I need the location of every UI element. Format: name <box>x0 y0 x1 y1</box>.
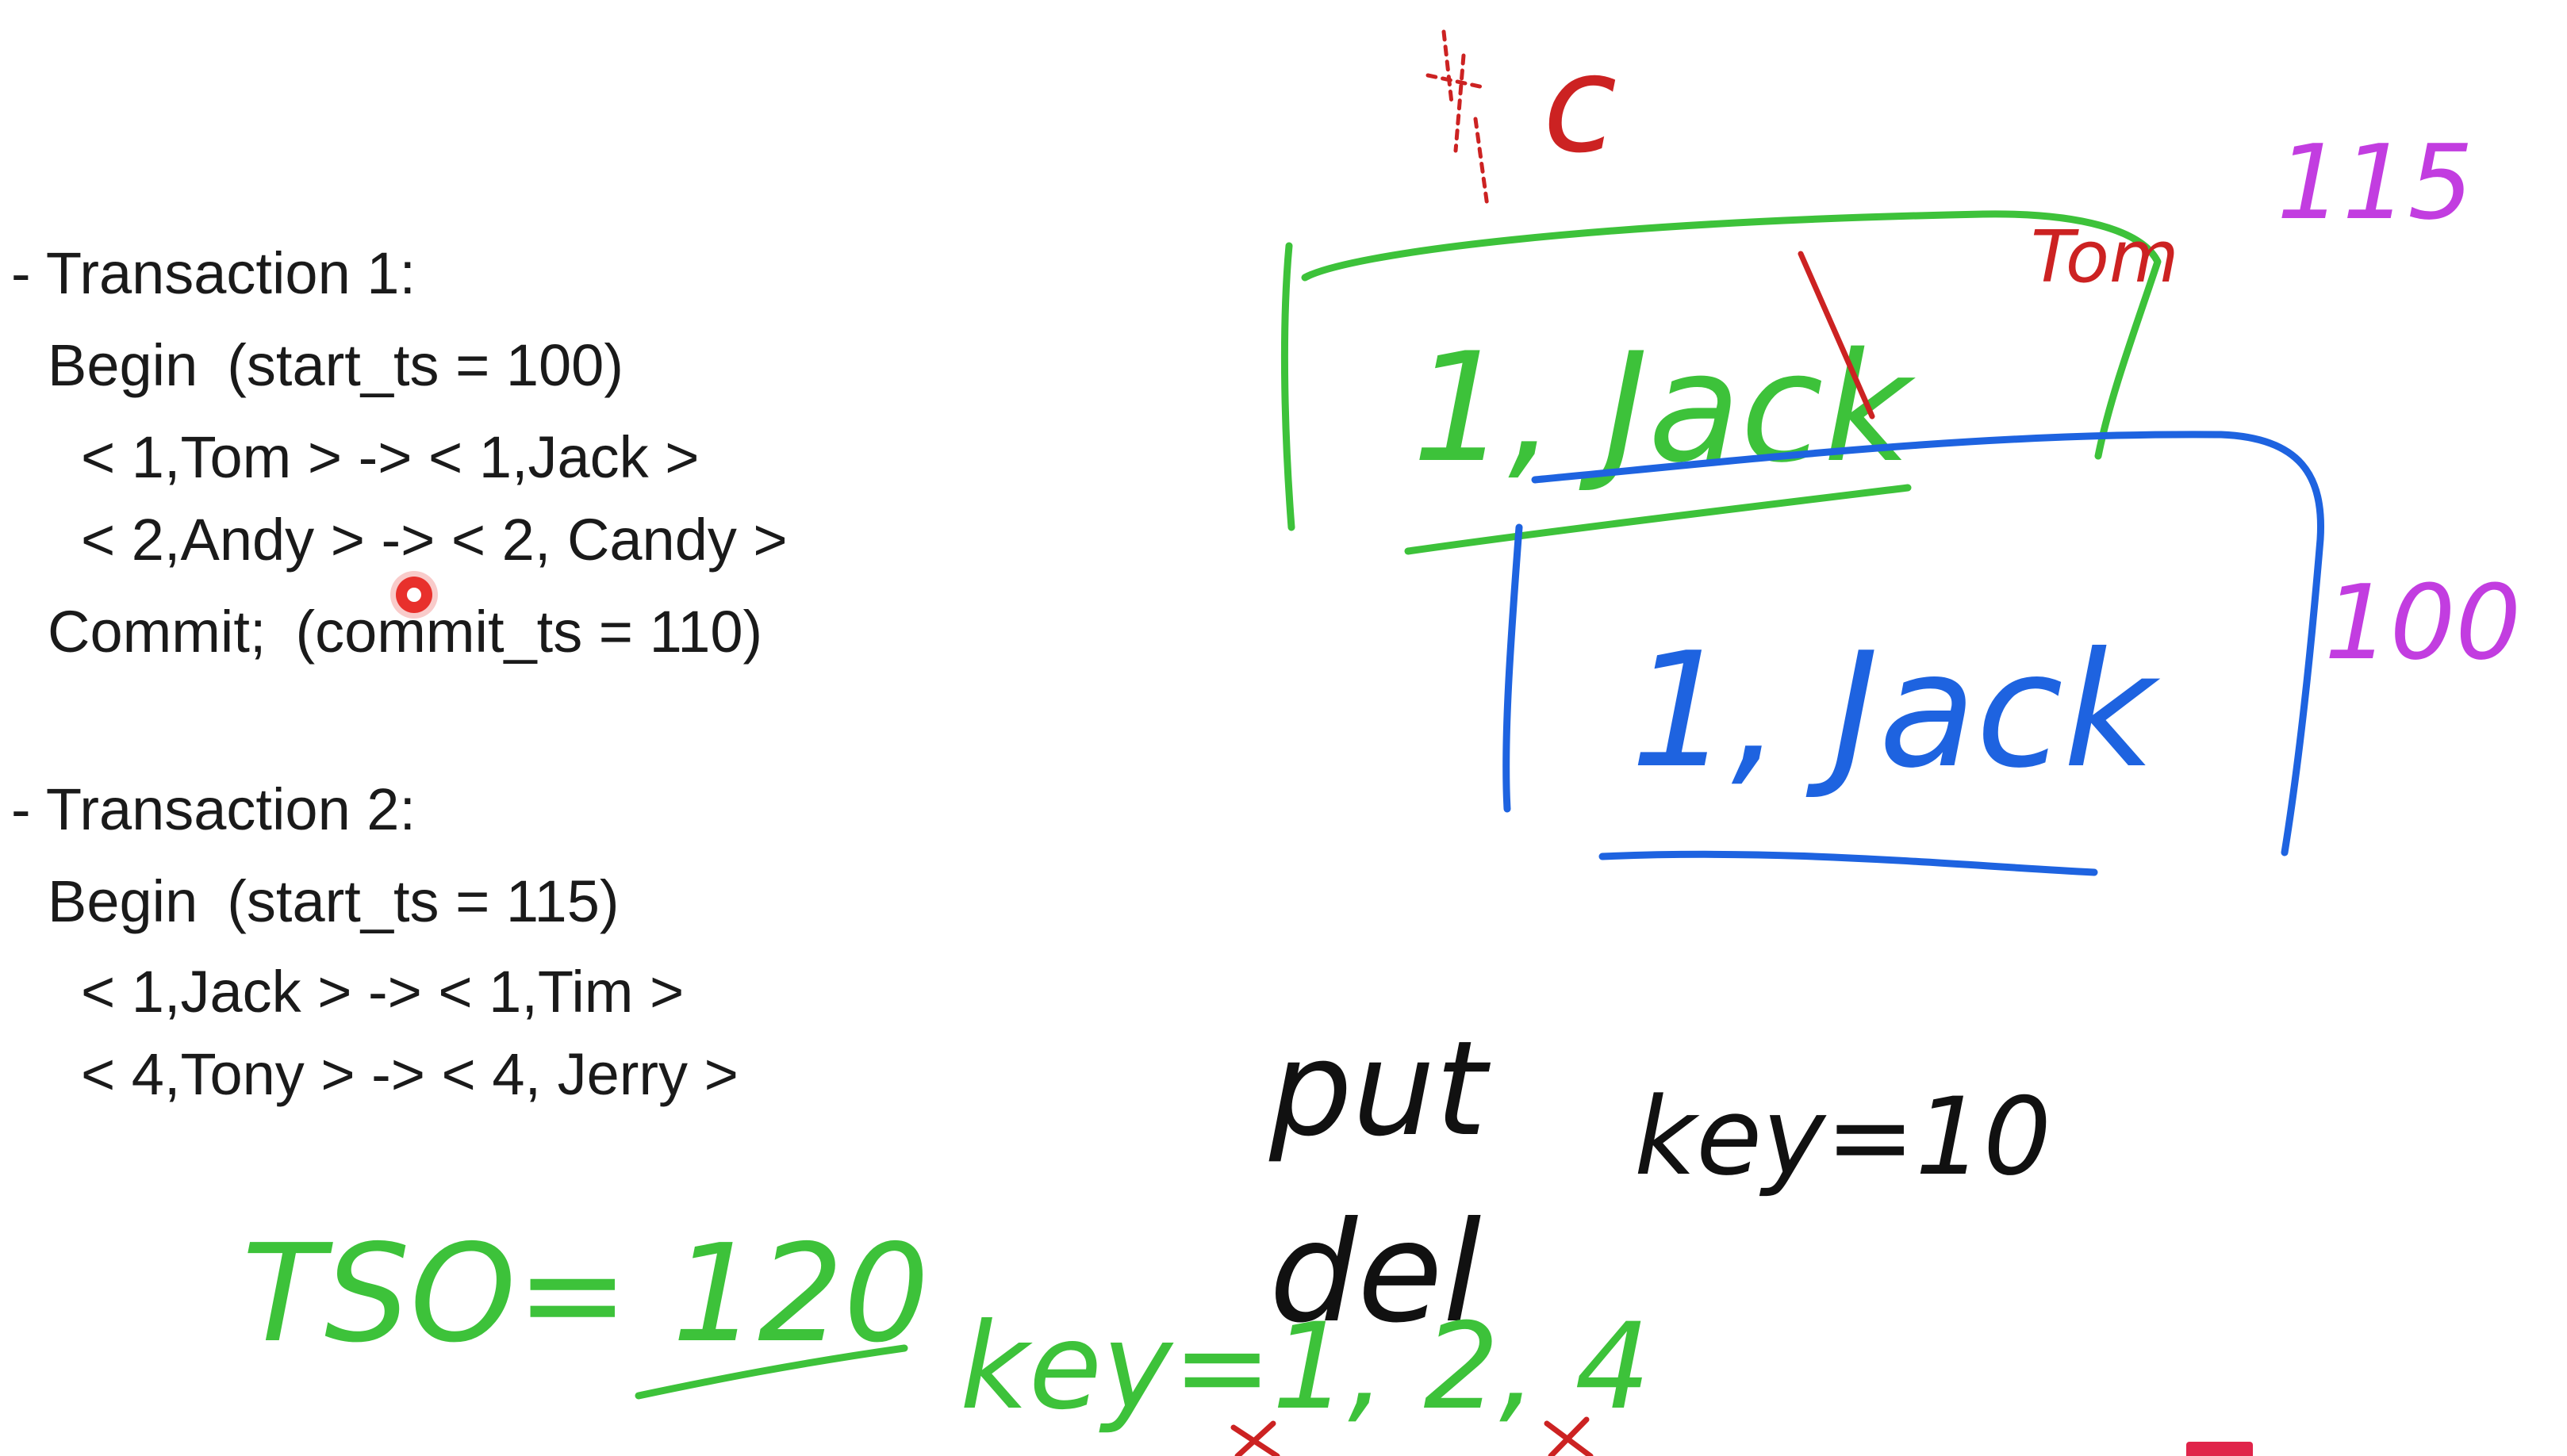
laser-pointer-icon <box>396 577 432 613</box>
slide-text: - Transaction 1: Begin (start_ts = 100) … <box>0 0 992 1456</box>
red-cross-marks <box>1230 1416 1594 1456</box>
transaction-1-commit: Commit; (commit_ts = 110) <box>48 599 763 665</box>
transaction-2-begin: Begin (start_ts = 115) <box>48 868 620 934</box>
transaction-2-op-1: < 1,Jack > -> < 1,Tim > <box>81 959 685 1025</box>
red-scribble <box>1425 29 1490 209</box>
transaction-1-op-1: < 1,Tom > -> < 1,Jack > <box>81 424 700 490</box>
corner-badge <box>2186 1442 2253 1456</box>
keys-list: key=1, 2, 4 <box>960 1298 1651 1436</box>
strike-mark <box>1798 251 1875 420</box>
transaction-2-op-2: < 4,Tony > -> < 4, Jerry > <box>81 1041 739 1107</box>
put-word: put <box>1268 1013 1491 1165</box>
blue-box-text: 1, Jack <box>1630 619 2161 803</box>
tso-underline <box>635 1344 908 1400</box>
blue-version-box <box>1502 431 2325 876</box>
c-mark: c <box>1543 26 1617 183</box>
transaction-1-op-2: < 2,Andy > -> < 2, Candy > <box>81 507 788 573</box>
transaction-1-begin: Begin (start_ts = 100) <box>48 332 624 398</box>
green-version-box <box>1280 210 2162 555</box>
key-eq-10: key=10 <box>1634 1075 2051 1199</box>
ts-100-label: 100 <box>2324 562 2521 683</box>
transaction-1-title: - Transaction 1: <box>11 240 416 306</box>
transaction-2-title: - Transaction 2: <box>11 776 416 842</box>
ts-115-label: 115 <box>2277 122 2473 243</box>
tso-label: TSO= 120 <box>242 1216 930 1373</box>
tom-overwrite: Tom <box>2031 216 2179 299</box>
del-word: del <box>1269 1193 1481 1354</box>
